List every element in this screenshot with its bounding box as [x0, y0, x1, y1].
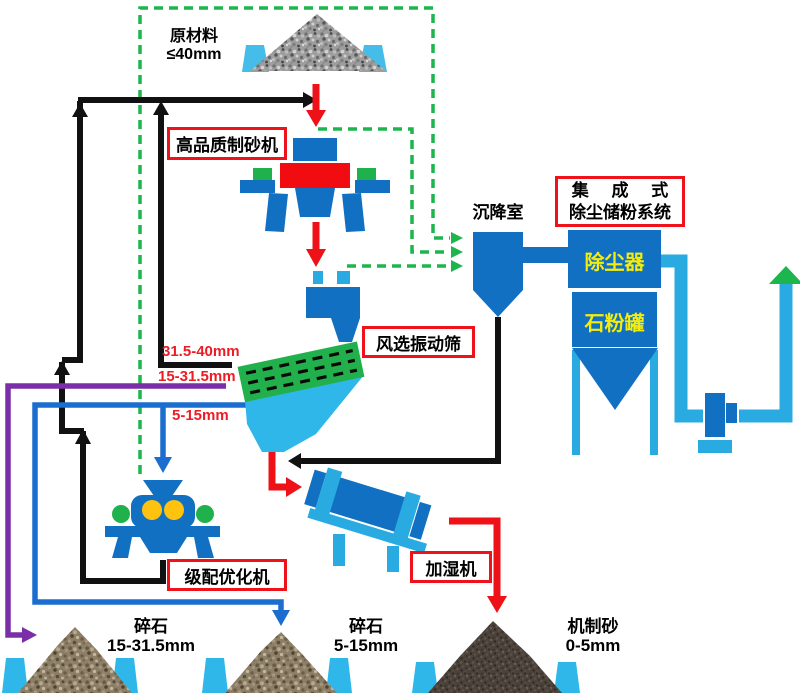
- exhaust-piping: [661, 254, 800, 453]
- pile-machine-sand: [428, 621, 562, 693]
- dust-airflow-arrowheads: [451, 232, 463, 272]
- product-label-machine-sand: 机制砂 0-5mm: [565, 617, 621, 655]
- screen-label: 风选振动筛: [362, 326, 475, 358]
- screen-output-31-5-40: 31.5-40mm: [162, 343, 240, 360]
- humidifier-label: 加湿机: [410, 551, 492, 583]
- optimizer-label: 级配优化机: [167, 559, 287, 591]
- dust-airflow-dashed-lines: [138, 6, 450, 474]
- main-flow-lines: [268, 84, 501, 598]
- main-flow-arrowheads: [286, 110, 507, 613]
- product-label-crushed-stone-2: 碎石 5-15mm: [333, 617, 399, 655]
- return-flow-arrowheads: [54, 92, 317, 469]
- product-label-crushed-stone-1: 碎石 15-31.5mm: [107, 617, 195, 655]
- chamber-collector-duct: [523, 247, 568, 263]
- screen-output-15-31-5: 15-31.5mm: [158, 368, 236, 385]
- raw-material-pile: [242, 14, 387, 72]
- line-15-31-5mm-arrowhead: [22, 627, 37, 643]
- pile-crushed-stone-5-15: [225, 632, 337, 693]
- humidifier-machine: [304, 467, 432, 572]
- settling-chamber-label: 沉降室: [472, 203, 524, 222]
- dust-system-label: 集 成 式 除尘储粉系统: [555, 176, 685, 227]
- screen-deck: [237, 341, 365, 403]
- pile-crushed-stone-15-31-5: [18, 627, 132, 693]
- line-5-15mm: [32, 402, 284, 611]
- raw-material-label: 原材料 ≤40mm: [166, 28, 222, 63]
- screen-feed-hopper: [306, 271, 360, 342]
- gradation-optimizer-machine: [105, 480, 220, 558]
- return-flow-lines: [59, 97, 501, 584]
- settling-chamber: [473, 232, 523, 317]
- sand-maker-machine: [240, 138, 390, 232]
- exhaust-arrow: [769, 266, 800, 284]
- powder-tank-label: 石粉罐: [584, 313, 645, 335]
- dust-collector-label: 除尘器: [584, 252, 645, 274]
- product-bins: [2, 658, 580, 693]
- line-5-15mm-arrowheads: [154, 457, 290, 626]
- line-15-31-5mm: [5, 383, 226, 638]
- sand-maker-label: 高品质制砂机: [167, 127, 287, 160]
- screen-output-5-15: 5-15mm: [172, 407, 229, 424]
- dust-collector-unit: [568, 230, 661, 455]
